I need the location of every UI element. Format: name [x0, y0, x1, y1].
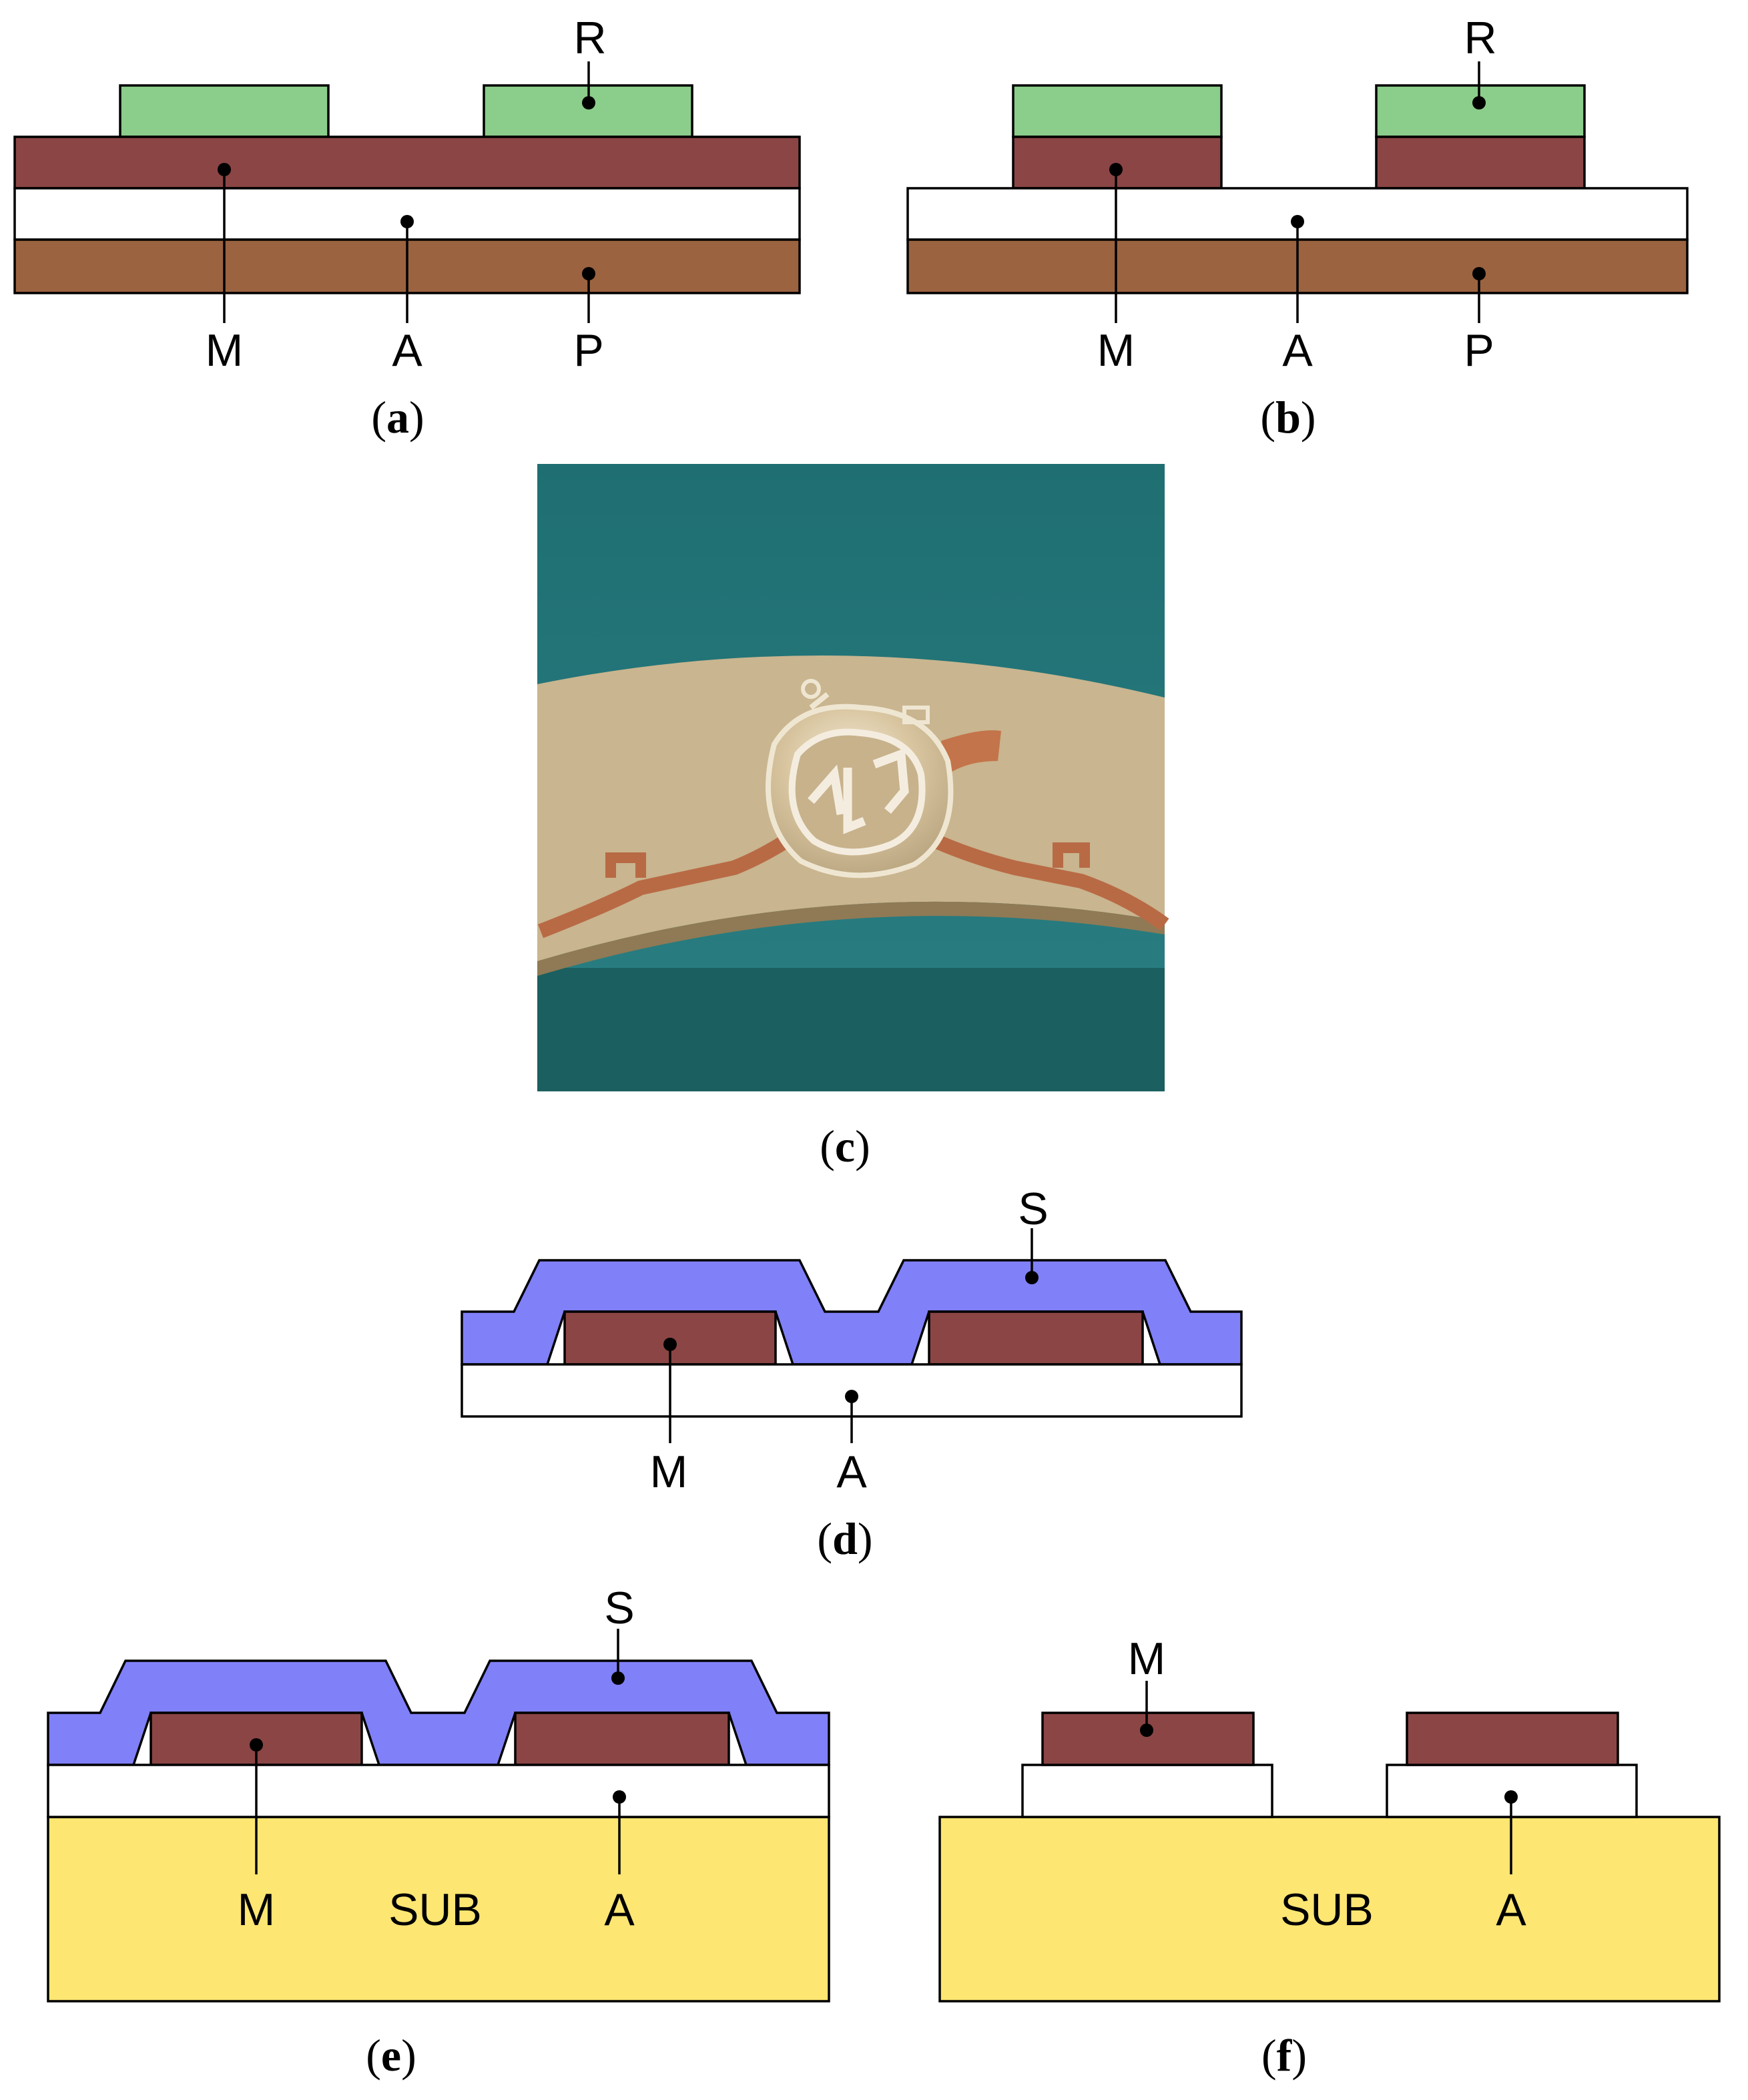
label-m: M [650, 1447, 688, 1497]
label-sub: SUB [1280, 1884, 1374, 1935]
label-p: P [1464, 325, 1494, 376]
panel-f: M SUB A (f) [938, 1633, 1721, 2081]
label-m: M [1128, 1633, 1166, 1684]
label-s: S [604, 1583, 634, 1633]
metal-trace-right [514, 1712, 730, 1766]
resist-layer-left [119, 84, 330, 138]
label-sub: SUB [388, 1884, 482, 1935]
label-r: R [1464, 13, 1496, 63]
label-r: R [573, 13, 606, 63]
resist-layer-left [1012, 84, 1223, 138]
label-a: A [1496, 1884, 1526, 1935]
label-a: A [836, 1447, 867, 1497]
label-m: M [1097, 325, 1135, 376]
caption-c: (c) [820, 1121, 870, 1171]
caption-b: (b) [1260, 392, 1316, 443]
metal-trace-left [1012, 136, 1223, 190]
panel-a: R M A P (a) [13, 13, 801, 443]
label-m: M [206, 325, 244, 376]
substrate-layer [47, 1816, 830, 2003]
flexible-circuit-photo [537, 464, 1169, 1091]
metal-layer [13, 136, 801, 190]
label-a: A [604, 1884, 635, 1935]
caption-a: (a) [371, 392, 424, 443]
adhesive-pad-left [1021, 1764, 1273, 1818]
label-p: P [573, 325, 603, 376]
label-s: S [1018, 1184, 1048, 1234]
panel-e: S M SUB A (e) [47, 1583, 830, 2081]
label-a: A [392, 325, 422, 376]
resist-layer-right [1375, 84, 1586, 138]
label-a: A [1282, 325, 1313, 376]
panel-c: (c) [537, 464, 1169, 1171]
panel-b: R M A P (b) [906, 13, 1689, 443]
caption-e: (e) [366, 2030, 416, 2081]
metal-trace-right [928, 1310, 1144, 1366]
caption-d: (d) [817, 1513, 872, 1564]
caption-f: (f) [1261, 2030, 1307, 2081]
label-m: M [238, 1884, 276, 1935]
metal-trace-right [1406, 1712, 1619, 1766]
panel-d: S M A (d) [461, 1184, 1243, 1564]
substrate-layer [938, 1816, 1721, 2003]
metal-trace-right [1375, 136, 1586, 190]
metal-trace-left [1041, 1712, 1255, 1766]
adhesive-layer [47, 1764, 830, 1818]
